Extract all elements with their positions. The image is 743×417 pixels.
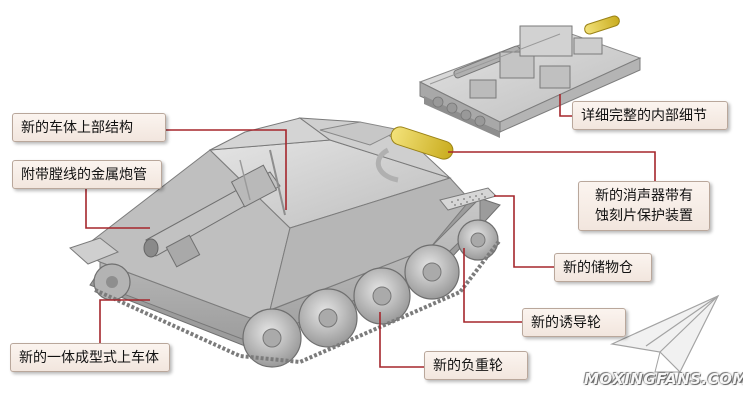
callout-upper-body-text: 新的车体上部结构 [21, 120, 133, 136]
callout-one-piece-hull-text: 新的一体成型式上车体 [19, 350, 159, 366]
main-tank-model [69, 117, 502, 368]
interior-view-model [418, 15, 642, 138]
gun-barrel [143, 164, 281, 268]
muffler [375, 126, 454, 183]
callout-upper-body: 新的车体上部结构 [12, 113, 166, 142]
paper-plane-logo [609, 294, 720, 374]
callout-storage-bin: 新的储物仓 [554, 253, 652, 282]
callout-interior-detail-text: 详细完整的内部细节 [581, 108, 707, 124]
callout-muffler: 新的消声器带有 蚀刻片保护装置 [578, 181, 710, 231]
watermark-text: MOXINGFANS.COM [584, 370, 743, 388]
callout-idler-wheel: 新的诱导轮 [522, 308, 626, 337]
callout-muffler-line2: 蚀刻片保护装置 [595, 208, 693, 224]
callout-road-wheel: 新的负重轮 [424, 351, 528, 380]
callout-storage-bin-text: 新的储物仓 [563, 260, 633, 276]
road-wheels [242, 244, 460, 368]
callout-one-piece-hull: 新的一体成型式上车体 [10, 343, 170, 372]
callout-metal-barrel-text: 附带膛线的金属炮管 [21, 167, 147, 183]
callout-road-wheel-text: 新的负重轮 [433, 358, 503, 374]
callout-muffler-line1: 新的消声器带有 [595, 188, 693, 204]
callout-interior-detail: 详细完整的内部细节 [572, 101, 728, 130]
callout-metal-barrel: 附带膛线的金属炮管 [12, 160, 162, 189]
callout-idler-wheel-text: 新的诱导轮 [531, 315, 601, 331]
